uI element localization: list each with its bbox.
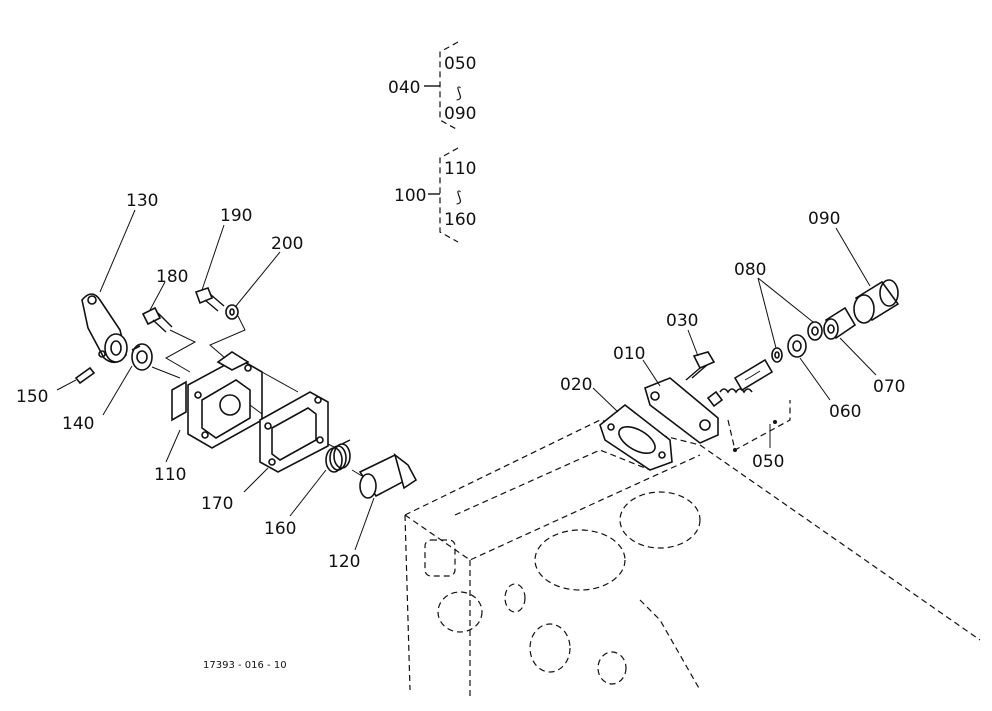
label-120[interactable]: 120 [328,552,360,572]
group-bracket-100 [428,147,459,243]
label-170[interactable]: 170 [201,494,233,514]
label-060[interactable]: 060 [829,402,861,422]
label-130[interactable]: 130 [126,191,158,211]
assembly-lines [151,315,363,477]
part-170-gasket[interactable] [259,391,329,473]
engine-block [404,419,981,700]
part-030-bolt[interactable] [685,351,716,381]
label-160[interactable]: 160 [264,519,296,539]
part-190-bolt[interactable] [194,287,225,312]
group-bracket-040 [424,41,459,131]
label-080[interactable]: 080 [734,260,766,280]
part-180-bolt[interactable] [141,306,173,333]
label-140[interactable]: 140 [62,414,94,434]
label-160-range-end[interactable]: 160 [444,210,476,230]
part-080-washer-b[interactable] [807,321,823,341]
label-020[interactable]: 020 [560,375,592,395]
part-060-nut[interactable] [787,334,807,358]
part-080-washer-a[interactable] [771,347,783,363]
part-140-bushing[interactable] [131,343,153,371]
part-120-lever-shaft[interactable] [358,452,418,499]
label-150[interactable]: 150 [16,387,48,407]
part-090-cover-cap[interactable] [853,279,900,324]
label-040[interactable]: 040 [388,78,420,98]
part-130-lever[interactable] [81,293,128,364]
drawing-code: 17393 - 016 - 10 [203,660,287,671]
label-110-range-start[interactable]: 110 [444,159,476,179]
label-090-range-end[interactable]: 090 [444,104,476,124]
part-020-gasket[interactable] [599,403,673,471]
part-150-pin[interactable] [74,366,96,385]
label-180[interactable]: 180 [156,267,188,287]
label-050[interactable]: 050 [752,452,784,472]
label-010[interactable]: 010 [613,344,645,364]
leader-lines [56,209,877,551]
part-160-spring[interactable] [325,439,351,473]
label-030[interactable]: 030 [666,311,698,331]
part-050-spring-screw[interactable] [706,358,791,452]
label-070[interactable]: 070 [873,377,905,397]
label-090[interactable]: 090 [808,209,840,229]
range-symbol-2: ⟆ [456,188,462,206]
label-200[interactable]: 200 [271,234,303,254]
part-070-cap-nut[interactable] [823,306,857,340]
part-200-washer[interactable] [225,304,239,320]
label-190[interactable]: 190 [220,206,252,226]
label-050-range-start[interactable]: 050 [444,54,476,74]
label-110[interactable]: 110 [154,465,186,485]
part-010-plate[interactable] [644,377,719,444]
label-100[interactable]: 100 [394,186,426,206]
part-110-housing[interactable] [171,351,263,449]
range-symbol-1: ⟆ [456,84,462,102]
